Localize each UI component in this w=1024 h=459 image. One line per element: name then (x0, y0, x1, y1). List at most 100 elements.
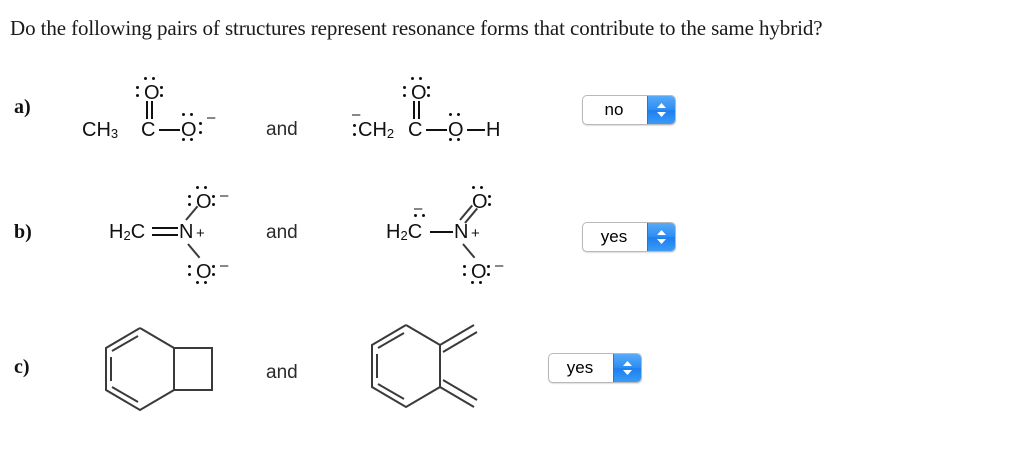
lone-pair-dot (422, 214, 425, 217)
lone-pair-dot (188, 203, 191, 206)
chevron-updown-icon[interactable] (613, 354, 641, 382)
answer-value-c[interactable]: yes (566, 358, 594, 377)
atom-group-ch2: CH2 (358, 119, 395, 141)
lone-pair-dot (427, 94, 430, 97)
lone-pair-dot (196, 281, 199, 284)
lone-pair-dot (479, 281, 482, 284)
lone-pair-dot (199, 122, 202, 125)
lone-pair-dot (419, 77, 422, 80)
negative-charge: – (414, 200, 423, 217)
lone-pair-dot (196, 186, 199, 189)
atom-oxygen-hydroxyl: O (448, 119, 464, 141)
lone-pair-dot (457, 113, 460, 116)
double-bond-line (151, 101, 153, 119)
lone-pair-dot (488, 195, 491, 198)
atom-group-h2c: H2C (109, 221, 146, 243)
structure-a-left: O CH3 C O – (0, 0, 260, 170)
single-bond-line (430, 231, 453, 233)
lone-pair-dot (449, 113, 452, 116)
atom-oxygen-upper: O (472, 191, 488, 213)
lone-pair-dot (472, 186, 475, 189)
structure-a-right: O – CH2 C O H (0, 0, 560, 170)
lone-pair-dot (463, 265, 466, 268)
structure-b-right: H2C – N + O O – (0, 0, 560, 300)
double-bond-line (418, 101, 420, 119)
atom-nitrogen: N (179, 221, 194, 243)
lone-pair-dot (411, 77, 414, 80)
page-title: Do the following pairs of structures rep… (10, 16, 823, 40)
lone-pair-dot (487, 265, 490, 268)
benzocyclobutene-drawing (105, 327, 213, 412)
lone-pair-dot (449, 138, 452, 141)
single-bond-line (426, 129, 447, 131)
double-bond-line (152, 234, 178, 236)
atom-nitrogen: N (454, 221, 469, 243)
lone-pair-dot (182, 113, 185, 116)
lone-pair-dot (144, 77, 147, 80)
double-bond-line (152, 227, 178, 229)
positive-charge: + (471, 225, 480, 242)
double-bond-line (146, 101, 148, 119)
lone-pair-dot (160, 94, 163, 97)
lone-pair-dot (136, 86, 139, 89)
answer-value-a[interactable]: no (604, 100, 624, 119)
atom-oxygen-lower: O (196, 261, 212, 283)
chevron-updown-icon[interactable] (647, 96, 675, 124)
atom-group-h2c: H2C (386, 221, 423, 243)
lone-pair-dot (190, 113, 193, 116)
lone-pair-dot (427, 86, 430, 89)
lone-pair-dot (136, 94, 139, 97)
atom-group-ch3: CH3 (82, 119, 119, 141)
answer-value-b[interactable]: yes (600, 227, 628, 246)
lone-pair-dot (488, 203, 491, 206)
structure-c-right (371, 324, 478, 409)
atom-oxygen-top: O (411, 82, 427, 104)
row-label-a: a) (14, 96, 31, 118)
lone-pair-dot (188, 273, 191, 276)
atom-hydrogen: H (486, 119, 501, 141)
negative-charge: – (220, 257, 229, 274)
double-bond-line (413, 101, 415, 119)
lone-pair-dot (353, 124, 356, 127)
atom-carbon: C (141, 119, 156, 141)
lone-pair-dot (190, 138, 193, 141)
lone-pair-dot (212, 265, 215, 268)
row-label-b: b) (14, 221, 32, 243)
lone-pair-dot (403, 94, 406, 97)
lone-pair-dot (199, 131, 202, 134)
chevron-updown-icon[interactable] (647, 223, 675, 251)
answer-dropdown-c[interactable]: yes (548, 353, 642, 383)
atom-oxygen-lower: O (471, 261, 487, 283)
negative-charge: – (352, 106, 361, 123)
conjunction-a: and (266, 119, 298, 140)
lone-pair-dot (188, 195, 191, 198)
lone-pair-dot (414, 214, 417, 217)
negative-charge: – (495, 257, 504, 274)
atom-oxygen-right: O (181, 119, 197, 141)
lone-pair-dot (403, 86, 406, 89)
lone-pair-dot (152, 77, 155, 80)
row-label-c: c) (14, 356, 30, 378)
lone-pair-dot (160, 86, 163, 89)
lone-pair-dot (204, 281, 207, 284)
lone-pair-dot (182, 138, 185, 141)
answer-dropdown-a[interactable]: no (582, 95, 676, 125)
negative-charge: – (207, 109, 216, 126)
lone-pair-dot (457, 138, 460, 141)
lone-pair-dot (480, 186, 483, 189)
single-bond-line (159, 129, 180, 131)
ortho-xylylene-drawing (371, 324, 478, 409)
structure-b-left: H2C N + O – O – (0, 0, 300, 300)
lone-pair-dot (204, 186, 207, 189)
negative-charge: – (220, 187, 229, 204)
single-bond-line (467, 129, 485, 131)
conjunction-c: and (266, 362, 298, 383)
lone-pair-dot (463, 273, 466, 276)
positive-charge: + (196, 225, 205, 242)
conjunction-b: and (266, 222, 298, 243)
lone-pair-dot (212, 273, 215, 276)
structure-c-left (0, 0, 300, 459)
answer-dropdown-b[interactable]: yes (582, 222, 676, 252)
lone-pair-dot (212, 195, 215, 198)
atom-oxygen-upper: O (196, 191, 212, 213)
